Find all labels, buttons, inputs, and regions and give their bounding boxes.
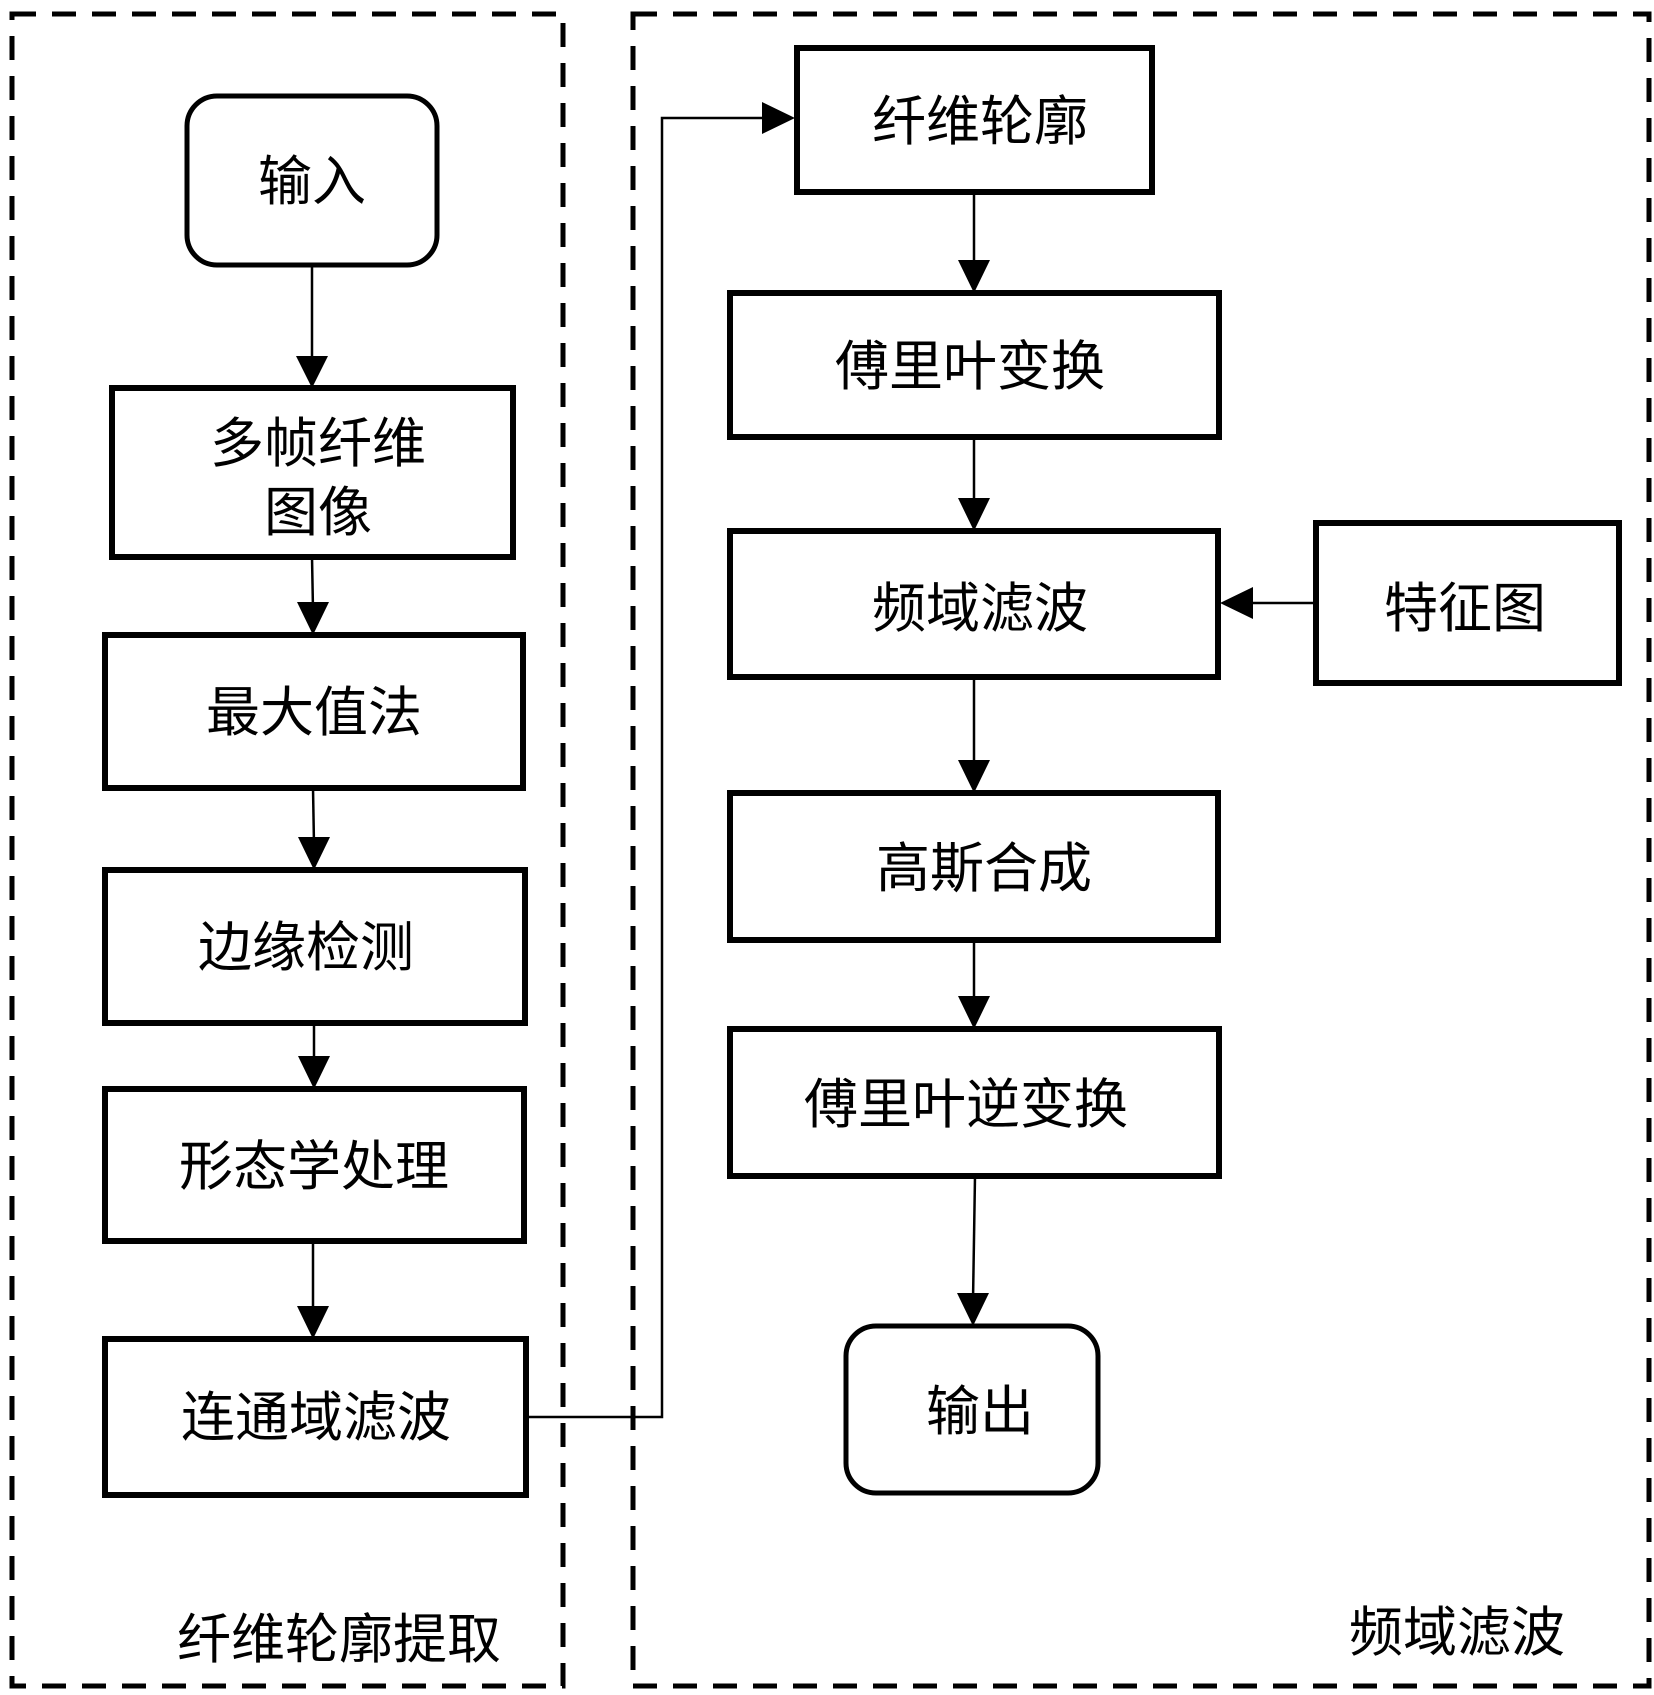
- node-input-label: 输入: [258, 150, 366, 213]
- node-gauss[interactable]: 高斯合成: [727, 790, 1221, 943]
- node-freq-filter-label: 频域滤波: [872, 577, 1088, 640]
- arrowhead-icon: [958, 760, 990, 793]
- arrowhead-icon: [958, 996, 990, 1029]
- node-output[interactable]: 输出: [843, 1323, 1101, 1496]
- group-frequency-filtering: [630, 11, 1652, 1689]
- arrowhead-icon: [1220, 587, 1253, 619]
- node-connected-filter[interactable]: 连通域滤波: [102, 1336, 529, 1498]
- edge-gauss-to-inverse: [958, 940, 990, 1029]
- edge-freq-filter-to-gauss: [958, 677, 990, 793]
- edge-fourier-to-freq-filter: [958, 437, 990, 531]
- arrowhead-icon: [297, 602, 329, 635]
- edge-multi-frame-to-max: [297, 556, 329, 635]
- edge-feature-to-freq-filter: [1220, 587, 1316, 619]
- edge-max-to-edge: [298, 787, 330, 870]
- node-inverse-fourier[interactable]: 傅里叶逆变换: [727, 1026, 1222, 1179]
- arrowhead-icon: [298, 837, 330, 870]
- group-label-frequency-filtering: 频域滤波: [1349, 1601, 1565, 1664]
- node-feature-map-label: 特征图: [1384, 577, 1546, 640]
- group-label-contour-extraction: 纤维轮廓提取: [177, 1608, 501, 1671]
- arrowhead-icon: [297, 1306, 329, 1339]
- arrowhead-icon: [958, 498, 990, 531]
- arrowhead-icon: [296, 356, 328, 388]
- node-fiber-contour[interactable]: 纤维轮廓: [794, 45, 1155, 195]
- node-multi-frame[interactable]: 多帧纤维 图像: [109, 385, 516, 560]
- node-gauss-label: 高斯合成: [876, 837, 1092, 900]
- node-connected-filter-label: 连通域滤波: [181, 1386, 451, 1449]
- node-feature-map[interactable]: 特征图: [1313, 520, 1622, 686]
- arrowhead-icon: [298, 1056, 330, 1089]
- node-multi-frame-label-2: 图像: [264, 481, 372, 544]
- node-edge-detection[interactable]: 边缘检测: [102, 867, 528, 1026]
- edge-input-to-multi-frame: [296, 265, 328, 388]
- node-freq-filter[interactable]: 频域滤波: [727, 528, 1221, 680]
- node-fourier[interactable]: 傅里叶变换: [727, 290, 1222, 440]
- edge-morph-to-connected: [297, 1241, 329, 1339]
- node-max-method[interactable]: 最大值法: [102, 632, 526, 791]
- edge-fiber-contour-to-fourier: [958, 192, 990, 293]
- arrowhead-icon: [957, 1293, 989, 1326]
- edge-inverse-to-output: [957, 1175, 989, 1326]
- edge-connected-to-fiber-contour: [526, 102, 795, 1419]
- node-inverse-fourier-label: 傅里叶逆变换: [804, 1073, 1128, 1136]
- node-morphology[interactable]: 形态学处理: [102, 1086, 527, 1244]
- edge-edge-to-morph: [298, 1023, 330, 1089]
- node-multi-frame-label-1: 多帧纤维: [210, 412, 426, 475]
- node-edge-detection-label: 边缘检测: [198, 916, 414, 979]
- node-morphology-label: 形态学处理: [179, 1135, 449, 1198]
- arrowhead-icon: [958, 260, 990, 293]
- node-max-method-label: 最大值法: [206, 681, 422, 744]
- arrowhead-icon: [762, 102, 795, 134]
- node-fiber-contour-label: 纤维轮廓: [872, 90, 1088, 153]
- node-input[interactable]: 输入: [184, 93, 440, 268]
- group-contour-extraction: [9, 11, 566, 1689]
- node-fourier-label: 傅里叶变换: [835, 335, 1105, 398]
- node-output-label: 输出: [926, 1380, 1034, 1443]
